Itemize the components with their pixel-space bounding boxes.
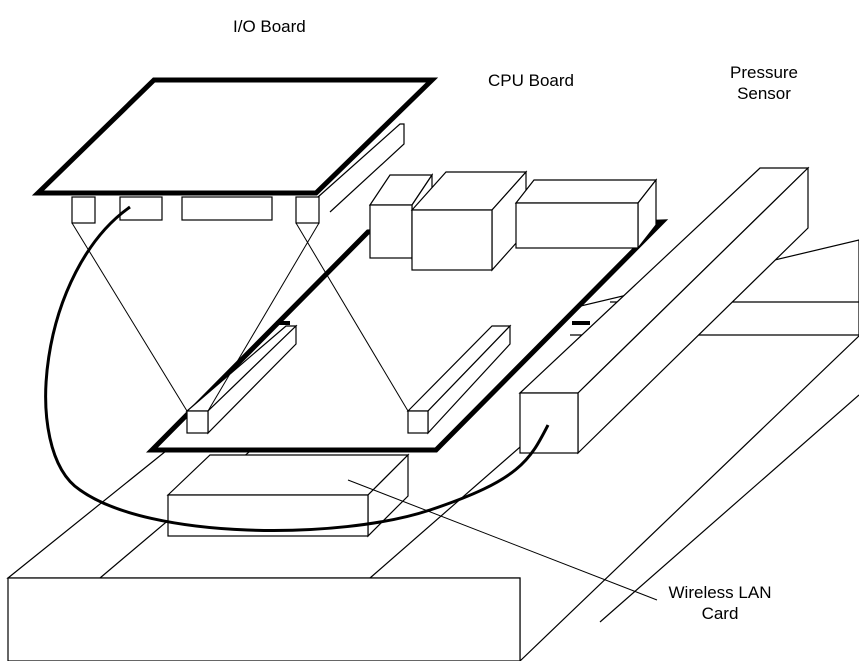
base-front-face — [8, 578, 520, 661]
pressure-sensor-label-line1: Pressure — [719, 62, 809, 83]
io-connector-1 — [72, 197, 95, 223]
pressure-sensor-front — [520, 393, 578, 453]
wireless-lan-label-line1: Wireless LAN — [660, 582, 780, 603]
cpu-chip-2-front — [412, 210, 492, 270]
wireless-lan-label-line2: Card — [660, 603, 780, 624]
cpu-board-label: CPU Board — [488, 70, 574, 91]
cpu-chip-1-front — [370, 205, 412, 258]
io-connector-4 — [296, 197, 319, 223]
cpu-left-connector-front — [187, 411, 208, 433]
wireless-lan-label: Wireless LAN Card — [660, 582, 780, 624]
cpu-chip-3-top — [516, 180, 656, 203]
io-board-label: I/O Board — [233, 16, 306, 37]
cpu-chip-3-front — [516, 203, 638, 248]
pressure-sensor-label-line2: Sensor — [719, 83, 809, 104]
io-board-outline — [38, 80, 432, 193]
io-connector-3 — [182, 197, 272, 220]
cpu-right-connector-front — [408, 411, 428, 433]
pressure-sensor-label: Pressure Sensor — [719, 62, 809, 104]
